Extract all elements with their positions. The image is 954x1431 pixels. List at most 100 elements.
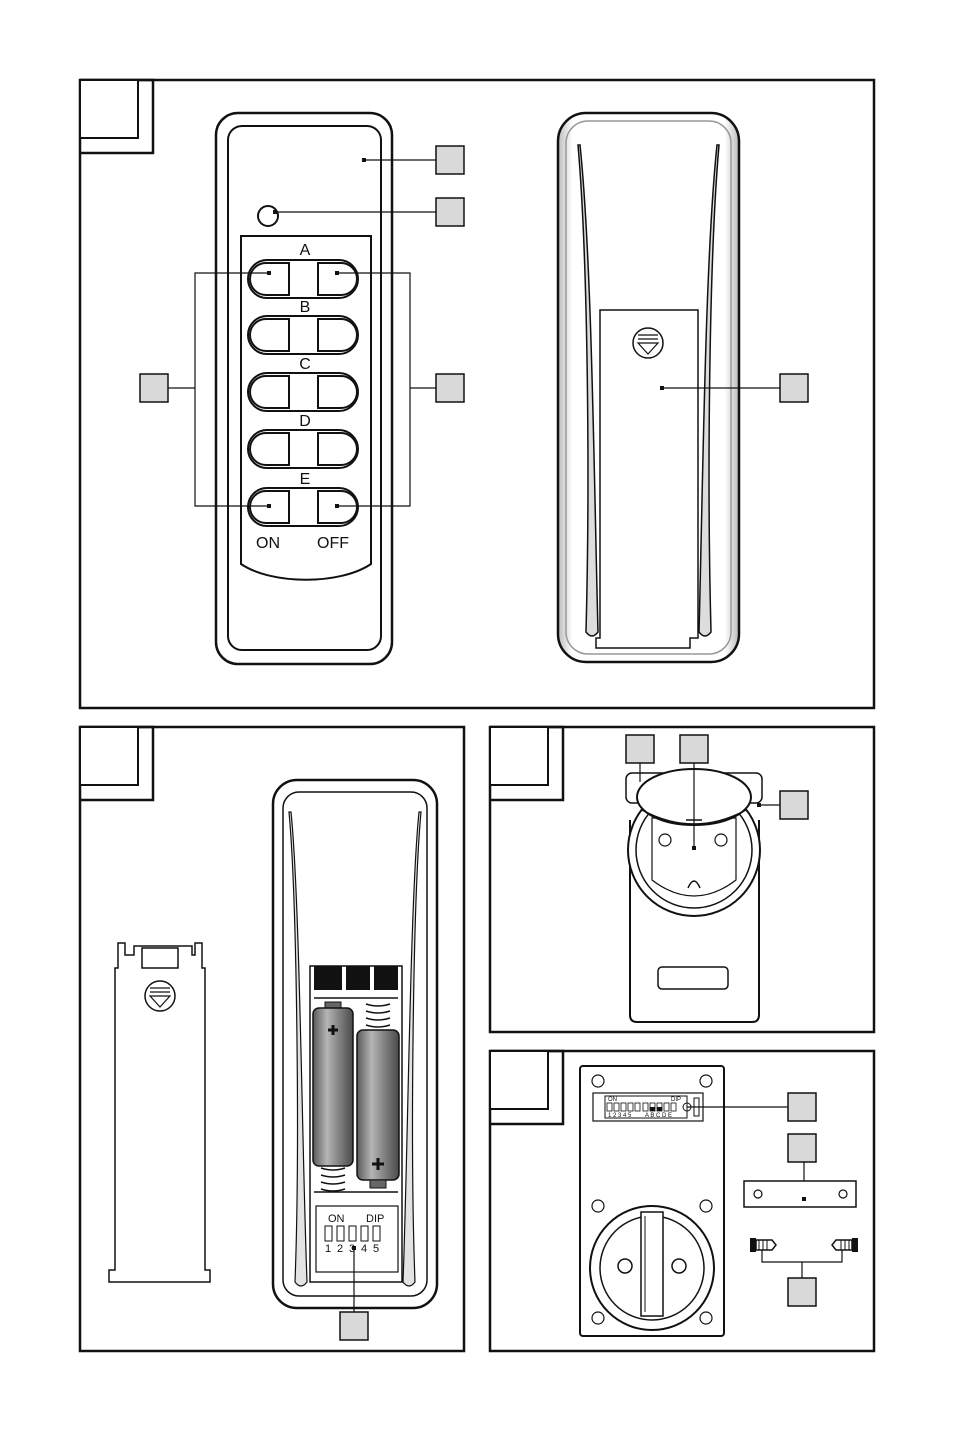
dip-switch-5[interactable] xyxy=(372,1225,381,1242)
spring-icon xyxy=(365,1003,391,1028)
off-column-label: OFF xyxy=(317,535,349,552)
row-label-d: D xyxy=(299,413,311,430)
battery-right xyxy=(356,1003,400,1189)
panel-1-frame xyxy=(78,78,876,710)
screw-right-icon xyxy=(831,1238,858,1252)
on-button-b[interactable] xyxy=(249,318,290,352)
spring-icon xyxy=(320,1167,346,1192)
off-button-b[interactable] xyxy=(317,318,358,352)
leader-dot xyxy=(802,1197,806,1201)
callout-box xyxy=(625,734,655,764)
battery-left xyxy=(312,1001,354,1192)
dip-number-2: 2 xyxy=(337,1243,343,1255)
battery-cover[interactable] xyxy=(595,309,699,649)
open-remote-inner xyxy=(282,791,428,1297)
on-button-d[interactable] xyxy=(249,432,290,466)
callout-box xyxy=(779,790,809,820)
screw-hole xyxy=(591,1311,605,1325)
plus-icon xyxy=(372,1158,384,1170)
compartment-contact-left xyxy=(314,966,342,990)
cover-release-icon xyxy=(632,327,664,359)
row-label-b: B xyxy=(300,299,311,316)
remote-leader-lines xyxy=(168,158,436,508)
screw-hole xyxy=(591,1199,605,1213)
on-column-label: ON xyxy=(256,535,280,552)
button-row-b xyxy=(247,315,359,355)
panel-2-frame xyxy=(78,725,466,1353)
button-row-d xyxy=(247,429,359,469)
removed-battery-cover xyxy=(108,942,211,1283)
dip-number-5: 5 xyxy=(373,1243,379,1255)
callout-box xyxy=(779,373,809,403)
socket-dip-on-label: ON xyxy=(608,1097,617,1103)
screws xyxy=(750,1238,858,1307)
led-indicator-icon xyxy=(257,205,279,227)
dip-number-4: 4 xyxy=(361,1243,367,1255)
off-button-d[interactable] xyxy=(317,432,358,466)
keypad-panel xyxy=(240,235,372,581)
earth-contact-bottom xyxy=(687,880,701,889)
socket-pin-hole-right xyxy=(714,833,728,847)
panel-4: ON DIP 1 2 3 4 5 A B C D E xyxy=(488,1049,876,1353)
socket-pin-hole-left xyxy=(658,833,672,847)
panel-3-frame xyxy=(488,725,876,1034)
plug-pin-right xyxy=(671,1258,687,1274)
off-button-c[interactable] xyxy=(317,375,358,409)
socket-dip-letters: A B C D E xyxy=(645,1113,672,1119)
remote-inner-body xyxy=(227,125,382,651)
screw-hole xyxy=(699,1199,713,1213)
panel-1-number-box xyxy=(79,79,139,139)
dip-switch-4[interactable] xyxy=(360,1225,369,1242)
left-grip-groove xyxy=(577,144,599,637)
battery-cover-outline xyxy=(108,942,211,1283)
screw-hole xyxy=(699,1074,713,1088)
socket-dip-switch-block: ON DIP 1 2 3 4 5 A B C D E xyxy=(592,1092,704,1122)
row-label-e: E xyxy=(300,471,311,488)
callout-box xyxy=(679,734,709,764)
socket-adapter-rear: ON DIP 1 2 3 4 5 A B C D E xyxy=(579,1065,817,1337)
cover-latch xyxy=(141,947,179,969)
callout-box xyxy=(787,1092,817,1122)
panel-2: ON DIP 1 2 3 4 5 xyxy=(78,725,466,1353)
dip-lever-set xyxy=(657,1107,662,1111)
dip-switch-3[interactable] xyxy=(348,1225,357,1242)
leader-dot xyxy=(352,1246,356,1250)
remote-open-back: ON DIP 1 2 3 4 5 xyxy=(271,778,439,1341)
dip-switch-2[interactable] xyxy=(336,1225,345,1242)
dip-lever-set xyxy=(650,1107,655,1111)
plug-pin-left xyxy=(617,1258,633,1274)
socket-dip-dip-label: DIP xyxy=(671,1097,681,1103)
dip-number-1: 1 xyxy=(325,1243,331,1255)
callout-box xyxy=(787,1133,817,1163)
dip-dip-label: DIP xyxy=(366,1213,384,1225)
cover-release-icon xyxy=(144,980,176,1012)
row-label-a: A xyxy=(300,242,311,259)
plate-hole xyxy=(838,1189,848,1199)
screw-left-icon xyxy=(750,1238,777,1252)
screw-hole xyxy=(699,1311,713,1325)
callout-box xyxy=(435,145,465,175)
button-row-a xyxy=(247,259,359,299)
right-grip-groove xyxy=(402,811,422,1287)
adapter-window xyxy=(657,966,729,990)
off-button-a[interactable] xyxy=(317,262,358,296)
plate-body xyxy=(743,1180,857,1208)
panel-3-number-box xyxy=(489,726,549,786)
socket-dip-digits: 1 2 3 4 5 xyxy=(608,1113,632,1119)
plate-hole xyxy=(753,1189,763,1199)
dip-on-label: ON xyxy=(328,1213,345,1225)
leader-dot xyxy=(660,386,664,390)
remote-dip-switch-block: ON DIP 1 2 3 4 5 xyxy=(315,1205,399,1273)
right-grip-groove xyxy=(698,144,720,637)
dip-switch-1[interactable] xyxy=(324,1225,333,1242)
plus-icon xyxy=(328,1025,338,1035)
callout-box xyxy=(139,373,169,403)
on-button-a[interactable] xyxy=(249,262,290,296)
on-button-c[interactable] xyxy=(249,375,290,409)
socket-recess xyxy=(651,817,737,897)
panel-4-frame xyxy=(488,1049,876,1353)
row-label-c: C xyxy=(299,356,311,373)
adapter-leader-lines xyxy=(639,761,780,850)
plug-earth-rail xyxy=(640,1211,664,1317)
